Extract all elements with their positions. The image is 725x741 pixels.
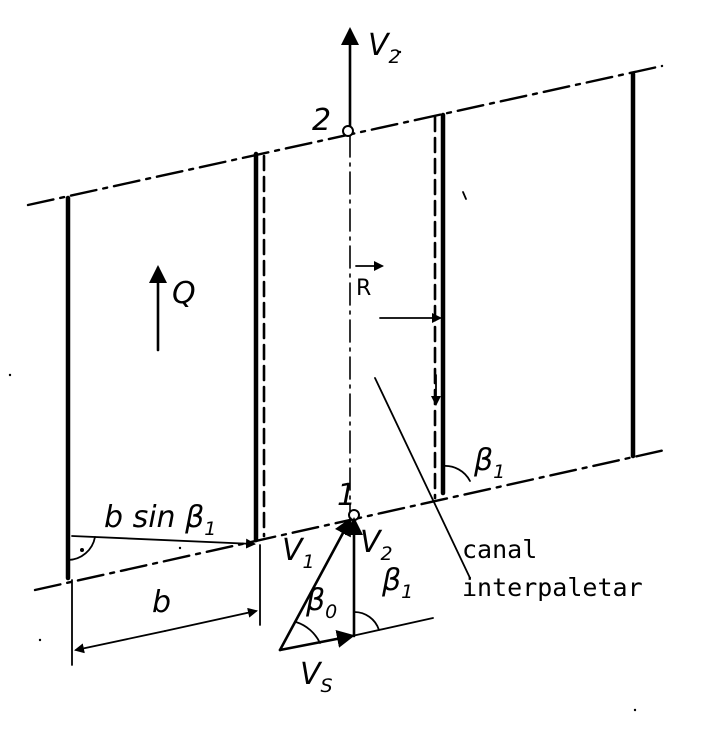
canal-label-line2: interpaletar xyxy=(462,573,643,602)
point-2-marker xyxy=(342,125,354,137)
canal-label-line1: canal xyxy=(462,535,537,564)
speck xyxy=(38,638,42,642)
v2-bottom-label: V2 xyxy=(360,525,393,565)
canal-pointer-line xyxy=(374,377,471,579)
beta0-label: β0 xyxy=(305,583,337,623)
point-2-label: 2 xyxy=(312,103,331,138)
v2-top-label: V2 xyxy=(368,28,401,68)
vs-vector xyxy=(278,630,355,652)
velocity-base-line xyxy=(351,617,434,637)
b-dimension-arrow-left xyxy=(74,630,166,654)
beta1-tick xyxy=(462,191,467,200)
speck xyxy=(8,373,12,377)
b-dimension-arrow-right xyxy=(164,607,258,632)
b-label: b xyxy=(152,585,171,620)
speck xyxy=(633,708,637,712)
beta1-arc-bottom xyxy=(353,611,380,631)
beta1-arc-right xyxy=(442,465,471,482)
bsin-label: b sin β1 xyxy=(104,500,216,540)
bsin-right-angle-dot xyxy=(80,548,84,552)
bsin-dimension-line xyxy=(71,535,256,549)
speck xyxy=(178,546,182,550)
v1-label: V1 xyxy=(282,533,315,573)
r-label: R xyxy=(356,276,371,301)
point-1-label: 1 xyxy=(337,478,356,513)
beta0-arc xyxy=(295,621,321,644)
q-label: Q xyxy=(172,276,196,311)
vs-label: VS xyxy=(300,657,333,697)
bsin-right-angle-arc xyxy=(67,536,96,561)
v1-vector xyxy=(278,517,352,652)
beta1-right-label: β1 xyxy=(473,443,505,483)
speck xyxy=(398,50,402,54)
beta1-bottom-label: β1 xyxy=(381,563,413,603)
